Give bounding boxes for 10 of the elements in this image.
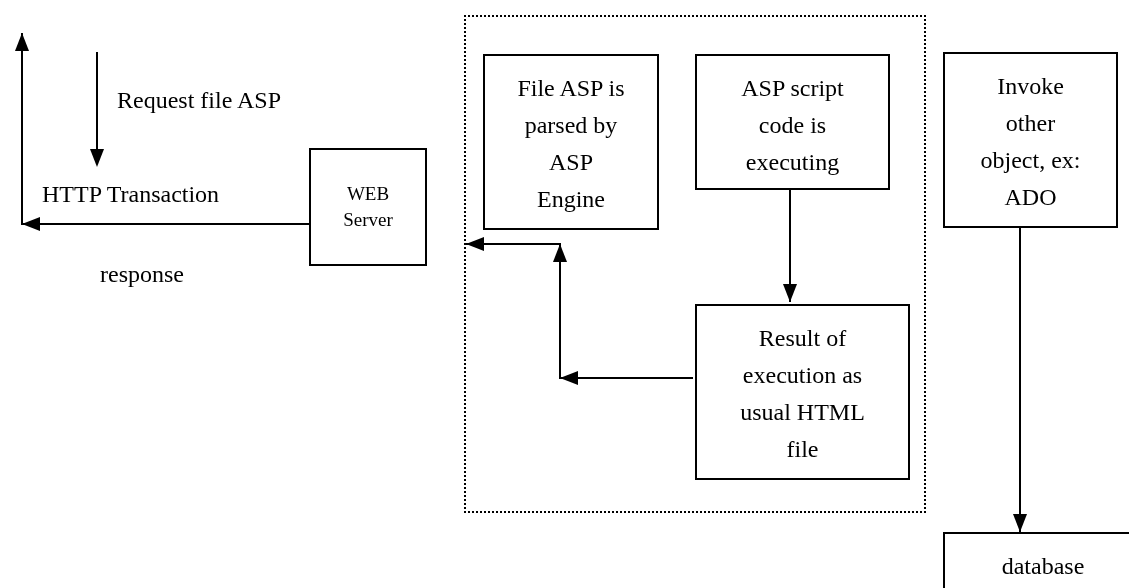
process-box: WEB Server (309, 148, 427, 266)
text-label: HTTP Transaction (42, 180, 220, 209)
process-box: Result of execution as usual HTML file (695, 304, 910, 480)
process-box: ASP script code is executing (695, 54, 890, 190)
process-box: Invoke other object, ex: ADO (943, 52, 1118, 228)
text-label: response (100, 260, 184, 289)
process-box: database (943, 532, 1129, 588)
process-box: File ASP is parsed by ASP Engine (483, 54, 659, 230)
text-label: Request file ASP (117, 86, 281, 115)
dotted-group-frame (464, 15, 926, 513)
